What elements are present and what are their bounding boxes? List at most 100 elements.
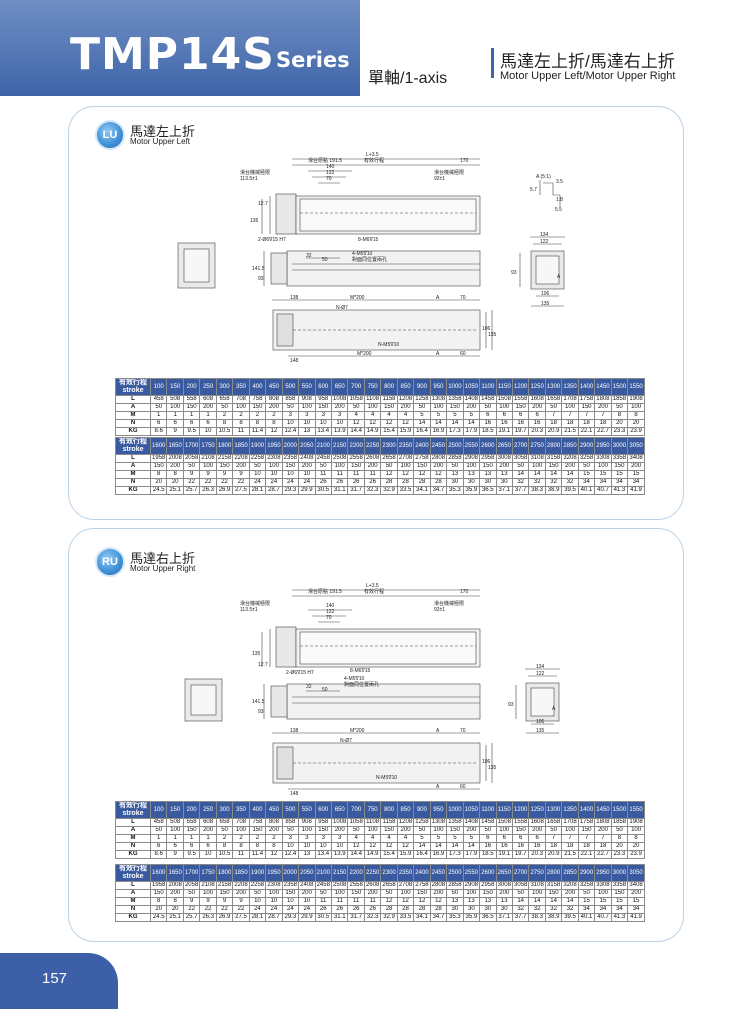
dim-origin: 滑台原點 191.5 bbox=[308, 588, 342, 595]
stroke-value: 100 bbox=[149, 378, 168, 396]
table-cell: 150 bbox=[479, 889, 497, 898]
section-title-en: Motor Upper Right bbox=[130, 564, 196, 573]
dim-l35: L+3.5 bbox=[366, 152, 379, 158]
table-cell: 13 bbox=[462, 897, 481, 906]
stroke-value: 650 bbox=[330, 378, 349, 396]
table-cell: 50 bbox=[281, 826, 300, 835]
table-cell: 50 bbox=[446, 889, 464, 898]
table-cell: 5 bbox=[446, 834, 464, 843]
table-cell: 20.3 bbox=[528, 850, 546, 859]
table-cell: 1408 bbox=[462, 818, 481, 827]
table-cell: 50 bbox=[314, 889, 332, 898]
table-cell: 24.5 bbox=[149, 913, 168, 922]
stroke-value: 1750 bbox=[199, 864, 217, 882]
table-cell: 15 bbox=[627, 897, 645, 906]
dim-m200: M*200 bbox=[350, 295, 365, 301]
table-cell: 18 bbox=[577, 842, 596, 851]
dim-122: 122 bbox=[326, 170, 335, 176]
table-cell: 9 bbox=[232, 897, 250, 906]
table-cell: 50 bbox=[248, 889, 267, 898]
dim-134: 134 bbox=[536, 664, 545, 670]
row-label: KG bbox=[115, 850, 151, 859]
stroke-value: 900 bbox=[413, 801, 431, 819]
table-cell: 24 bbox=[265, 905, 283, 914]
table-cell: 2 bbox=[232, 834, 250, 843]
table-cell: 32 bbox=[544, 905, 563, 914]
table-cell: 5 bbox=[462, 834, 481, 843]
dim-134: 134 bbox=[540, 232, 549, 238]
table-cell: 37.7 bbox=[511, 913, 530, 922]
stroke-value: 1700 bbox=[182, 437, 201, 455]
table-cell: 14 bbox=[413, 842, 431, 851]
table-cell: 10 bbox=[298, 842, 316, 851]
table-cell: 200 bbox=[561, 889, 579, 898]
table-cell: 41.9 bbox=[627, 486, 645, 495]
table-cell: 6 bbox=[479, 834, 497, 843]
table-cell: 200 bbox=[396, 826, 415, 835]
table-cell: 12 bbox=[429, 897, 448, 906]
table-cell: 150 bbox=[347, 889, 365, 898]
table-cell: 28.1 bbox=[248, 913, 267, 922]
table-cell: 3 bbox=[314, 834, 332, 843]
table-cell: 32 bbox=[528, 905, 546, 914]
table-cell: 14 bbox=[511, 897, 530, 906]
table-cell: 28.7 bbox=[265, 913, 283, 922]
table-cell: 10 bbox=[281, 842, 300, 851]
table-cell: 2908 bbox=[462, 881, 481, 890]
stroke-value: 1600 bbox=[149, 437, 168, 455]
dim-m200b: M*200 bbox=[357, 351, 372, 357]
table-cell: 150 bbox=[544, 889, 563, 898]
stroke-value: 2300 bbox=[380, 864, 398, 882]
stroke-value: 1350 bbox=[561, 801, 579, 819]
table-cell: 12 bbox=[265, 850, 283, 859]
table-cell: 33.5 bbox=[396, 913, 415, 922]
dim-106b: 106 bbox=[536, 719, 545, 725]
stroke-value: 2750 bbox=[528, 864, 546, 882]
table-cell: 12 bbox=[363, 842, 382, 851]
dim-70: 70 bbox=[326, 615, 332, 621]
stroke-value: 500 bbox=[281, 801, 300, 819]
table-cell: 4 bbox=[396, 834, 415, 843]
table-cell: 4 bbox=[347, 834, 365, 843]
table-cell: 11 bbox=[363, 897, 382, 906]
table-cell: 13 bbox=[479, 897, 497, 906]
table-cell: 28 bbox=[396, 905, 415, 914]
stroke-value: 2000 bbox=[281, 864, 300, 882]
stroke-value: 2850 bbox=[561, 864, 579, 882]
table-cell: 26.3 bbox=[199, 913, 217, 922]
stroke-value: 1200 bbox=[511, 801, 530, 819]
axis-label: 單軸/1-axis bbox=[368, 70, 448, 87]
table-cell: 22.1 bbox=[577, 850, 596, 859]
stroke-value: 2100 bbox=[314, 864, 332, 882]
stroke-value: 1650 bbox=[166, 864, 184, 882]
table-cell: 758 bbox=[248, 818, 267, 827]
hole-spec-3b: 對面同位置兩孔 bbox=[344, 681, 379, 688]
table-cell: 41.3 bbox=[610, 913, 629, 922]
table-cell: 29.9 bbox=[298, 913, 316, 922]
end-view-left bbox=[184, 678, 223, 722]
table-cell: 2658 bbox=[380, 881, 398, 890]
page-number: 157 bbox=[42, 970, 68, 987]
table-cell: 13 bbox=[446, 897, 464, 906]
row-label: A bbox=[115, 826, 151, 835]
table-cell: 50 bbox=[511, 889, 530, 898]
table-cell: 24 bbox=[281, 905, 300, 914]
table-cell: 13.9 bbox=[330, 850, 349, 859]
table-cell: 11.4 bbox=[248, 850, 267, 859]
table-cell: 35.9 bbox=[462, 913, 481, 922]
stroke-value: 2650 bbox=[495, 864, 513, 882]
table-cell: 100 bbox=[199, 889, 217, 898]
table-cell: 100 bbox=[429, 826, 448, 835]
end-view-left bbox=[177, 242, 216, 289]
stroke-value: 1900 bbox=[248, 864, 267, 882]
row-label: L bbox=[115, 818, 151, 827]
table-cell: 2858 bbox=[446, 881, 464, 890]
row-label: A bbox=[115, 889, 151, 898]
